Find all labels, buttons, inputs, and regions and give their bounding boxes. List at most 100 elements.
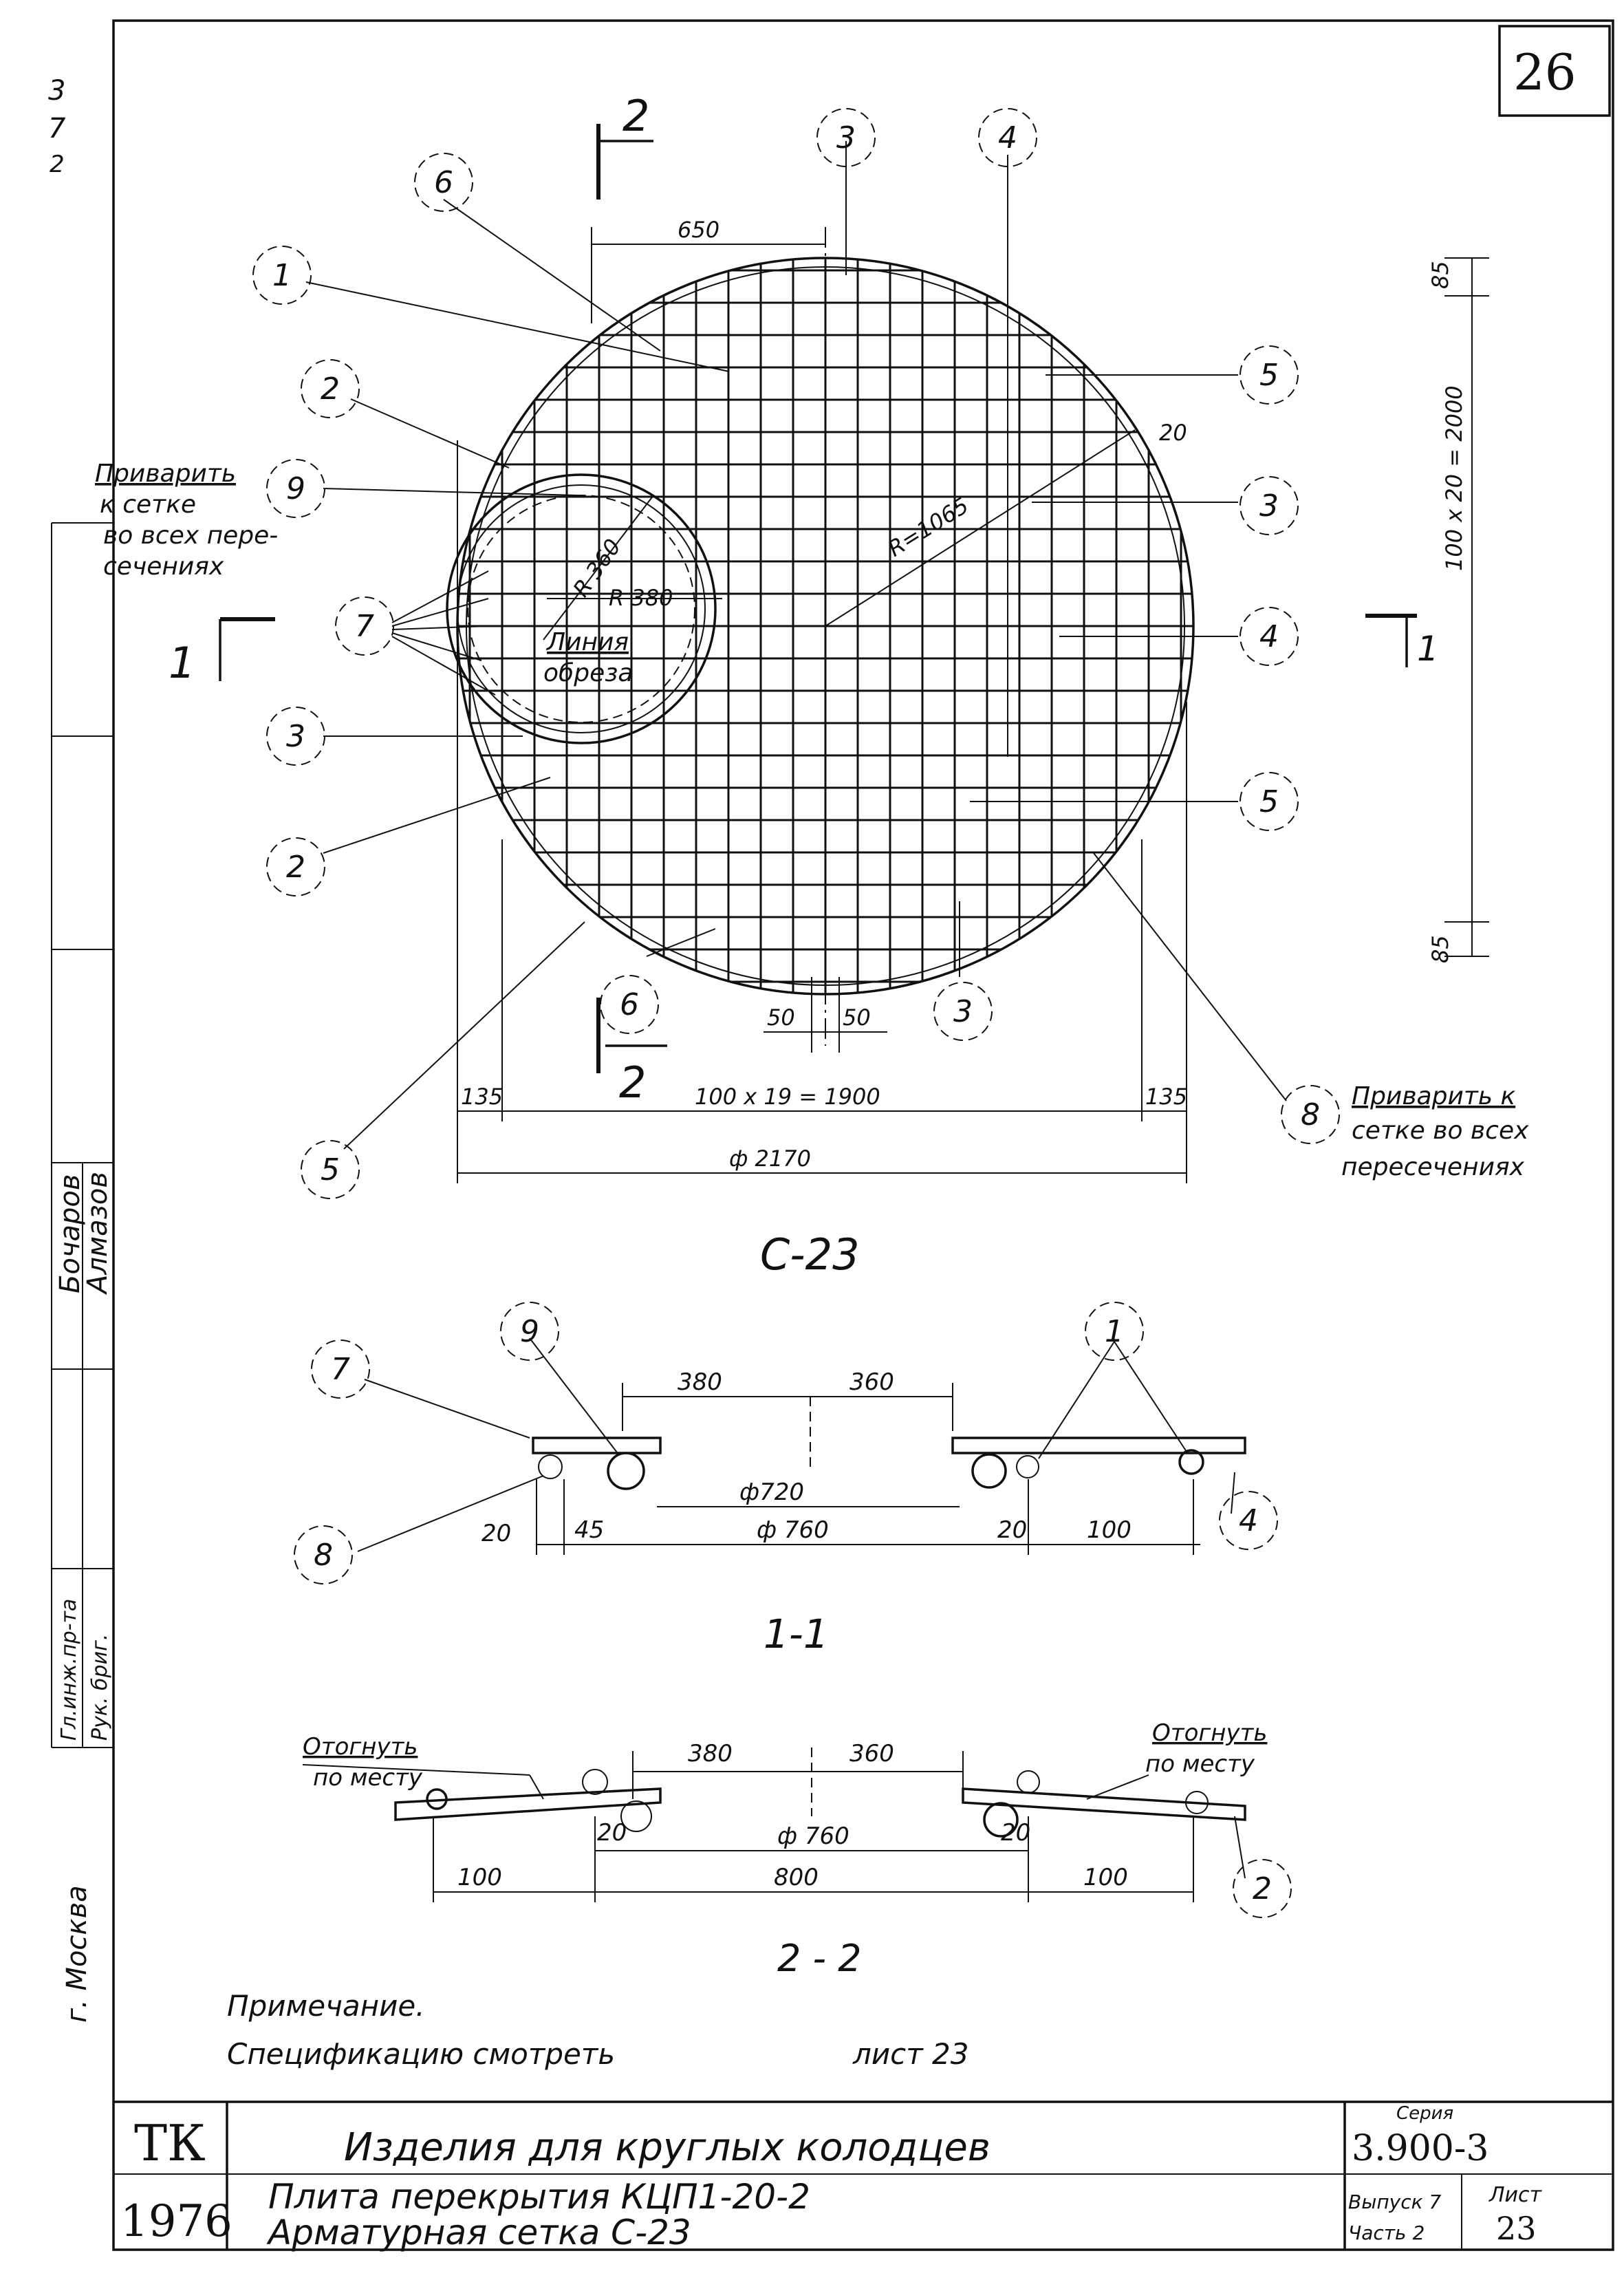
dim-650: 650 — [678, 217, 719, 243]
dim-85-top: 85 — [1427, 261, 1453, 289]
note-ref: лист 23 — [852, 2037, 969, 2071]
dim-135-left: 135 — [461, 1084, 503, 1110]
tb-year: 1976 — [120, 2196, 232, 2247]
dim-50a: 50 — [767, 1004, 795, 1031]
radius-1065-line — [825, 429, 1136, 627]
callout-3-bottom: 3 — [953, 994, 973, 1029]
s1-dim-760: ф 760 — [757, 1516, 829, 1544]
s1-callout-1: 1 — [1105, 1314, 1124, 1349]
bend-right-1: Отогнуть — [1152, 1719, 1267, 1747]
s1-dim-45: 45 — [574, 1516, 604, 1544]
radius-1065: R=1065 — [883, 492, 973, 561]
strip-name-2: Алмазов — [82, 1172, 113, 1295]
tb-sub1: Плита перекрытия КЦП1-20-2 — [268, 2177, 810, 2217]
weld-note-left-2: к сетке — [100, 491, 196, 519]
callout-2-left-low: 2 — [286, 850, 305, 885]
weld-note-left-3: во всех пере- — [103, 521, 278, 550]
weld-note-left-4: сечениях — [103, 552, 224, 581]
opening-dash — [467, 495, 695, 723]
fold-line-1: Линия — [545, 628, 629, 656]
s2-dim-360: 360 — [849, 1740, 894, 1767]
tb-series-label: Серия — [1396, 2103, 1453, 2124]
callout-1-left: 1 — [272, 258, 292, 293]
s1-dim-20b: 20 — [997, 1516, 1027, 1544]
callout-4-right: 4 — [1259, 619, 1279, 654]
leaders — [305, 141, 1287, 1150]
tb-issue-label: Выпуск 7 — [1348, 2191, 1441, 2213]
s2-callout-2: 2 — [1253, 1871, 1272, 1906]
strip-city: г. Москва — [61, 1885, 93, 2023]
s2-dim-20a: 20 — [597, 1819, 627, 1847]
tb-sub2: Арматурная сетка С-23 — [266, 2213, 691, 2252]
callout-7-left: 7 — [355, 609, 374, 644]
corner-mark-3: 2 — [50, 151, 65, 178]
corner-mark-1: 3 — [48, 75, 65, 107]
tb-series: 3.900-3 — [1352, 2128, 1489, 2169]
s2-dim-800: 800 — [774, 1864, 819, 1891]
section-2-2-drawing — [302, 1748, 1292, 1918]
bend-right-2: по месту — [1145, 1750, 1255, 1778]
callout-9-left: 9 — [286, 471, 305, 506]
bend-left-1: Отогнуть — [303, 1733, 418, 1761]
section-mark-1-right: 1 — [1417, 629, 1439, 669]
fold-line-2: обреза — [543, 659, 633, 687]
callout-8-right: 8 — [1301, 1097, 1320, 1132]
s2-dim-100b: 100 — [1083, 1864, 1128, 1891]
s1-dim-720: ф720 — [739, 1478, 804, 1506]
callout-6-top: 6 — [434, 165, 453, 200]
sheet-number: 26 — [1513, 43, 1577, 101]
sheet-frame — [51, 19, 1614, 2251]
weld-note-right-1: Приварить к — [1352, 1082, 1515, 1110]
corner-mark-2: 7 — [48, 113, 66, 144]
callout-4-top: 4 — [998, 120, 1017, 155]
section-1-title: 1-1 — [764, 1611, 829, 1657]
plan-dimensions — [457, 227, 1489, 1183]
s1-dim-20a: 20 — [481, 1520, 511, 1547]
weld-note-right-3: пересечениях — [1341, 1153, 1525, 1181]
dim-135-right: 135 — [1145, 1084, 1187, 1110]
dim-50b: 50 — [843, 1004, 871, 1031]
s2-dim-760: ф 760 — [777, 1822, 849, 1850]
section-mark-1-left: 1 — [169, 638, 195, 688]
s1-callout-4: 4 — [1239, 1503, 1258, 1538]
callout-6-bottom: 6 — [620, 987, 639, 1022]
callout-5-right-top: 5 — [1259, 358, 1279, 393]
tb-part-label: Часть 2 — [1348, 2222, 1425, 2244]
dim-85-bottom: 85 — [1427, 935, 1453, 963]
s1-dim-360: 360 — [849, 1368, 894, 1396]
radius-380: R 380 — [609, 585, 673, 611]
strip-name-1: Бочаров — [54, 1174, 86, 1294]
section-mark-2-top: 2 — [622, 91, 649, 141]
dim-span: 100 x 19 = 1900 — [695, 1084, 880, 1110]
callout-3-left: 3 — [286, 719, 305, 754]
weld-note-left-1: Приварить — [95, 460, 236, 488]
s2-dim-20b: 20 — [1001, 1819, 1030, 1847]
tb-org: ТК — [134, 2114, 206, 2172]
plan-title: С-23 — [760, 1229, 860, 1280]
callout-3-right: 3 — [1259, 488, 1279, 524]
opening-ring — [446, 473, 717, 744]
radius-360-line — [543, 495, 654, 641]
tb-sheet: 23 — [1496, 2210, 1537, 2247]
weld-note-right-2: сетке во всех — [1352, 1117, 1529, 1145]
section-1-1-drawing — [294, 1302, 1278, 1584]
tb-main-title: Изделия для круглых колодцев — [344, 2125, 990, 2170]
s1-callout-9: 9 — [520, 1314, 539, 1349]
bend-left-2: по месту — [313, 1764, 423, 1792]
dim-side: 100 x 20 = 2000 — [1441, 385, 1467, 571]
callout-5-right-low: 5 — [1259, 784, 1279, 819]
strip-role-2: Рук. бриг. — [88, 1634, 112, 1741]
s2-dim-380: 380 — [688, 1740, 733, 1767]
strip-role-1: Гл.инж.пр-та — [57, 1599, 81, 1741]
section-mark-2-bottom: 2 — [619, 1057, 646, 1108]
dim-diameter: ф 2170 — [729, 1146, 811, 1172]
s1-callout-7: 7 — [331, 1352, 350, 1387]
note-text: Спецификацию смотреть — [227, 2037, 615, 2071]
s1-dim-100: 100 — [1087, 1516, 1132, 1544]
dim-20: 20 — [1159, 420, 1187, 446]
section-2-title: 2 - 2 — [777, 1937, 862, 1980]
callout-5-left: 5 — [321, 1152, 340, 1187]
note-heading: Примечание. — [227, 1989, 425, 2023]
